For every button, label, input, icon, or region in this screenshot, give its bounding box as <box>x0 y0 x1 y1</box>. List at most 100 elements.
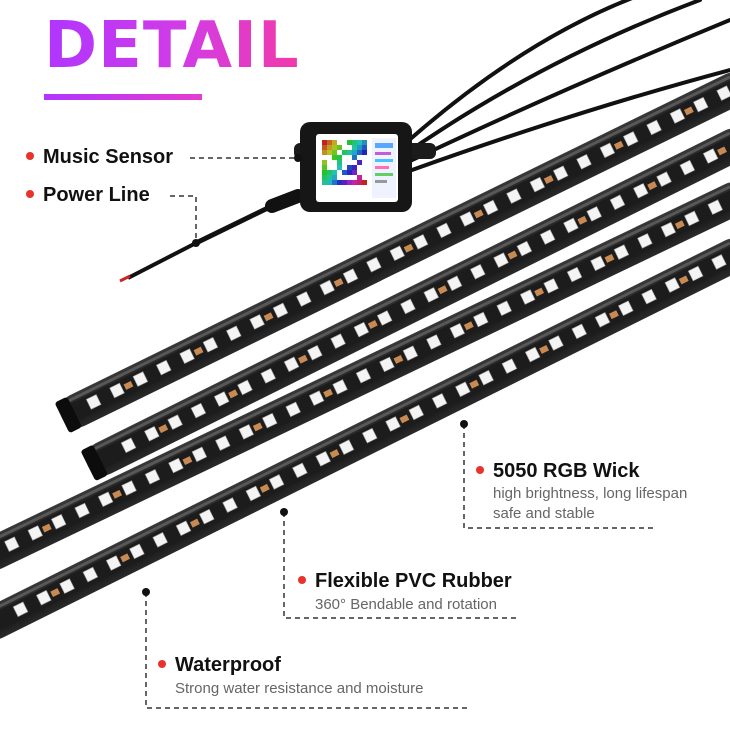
led-chip <box>594 312 611 328</box>
qr-cell <box>357 175 362 180</box>
led-chip <box>622 131 639 147</box>
led-chip <box>519 289 536 305</box>
qr-cell <box>357 160 362 165</box>
leader-waterproof <box>145 592 470 709</box>
resistor <box>228 389 238 399</box>
led-chip <box>660 221 677 238</box>
qr-cell <box>327 180 332 185</box>
led-chip <box>191 446 208 463</box>
anchor-pvc <box>280 508 288 516</box>
led-strip <box>0 182 730 570</box>
qr-cell <box>352 145 357 150</box>
led-chip <box>152 532 168 548</box>
led-chip <box>355 367 372 384</box>
led-chip <box>366 256 382 273</box>
led-chip <box>213 391 230 407</box>
led-chip <box>285 401 301 418</box>
led-chip <box>175 520 192 537</box>
led-chip <box>431 393 448 409</box>
led-chip <box>664 277 681 293</box>
qr-cell <box>362 150 367 155</box>
led-chip <box>548 335 564 351</box>
led-chip <box>283 356 300 373</box>
led-chip <box>402 345 419 361</box>
resistor <box>263 312 274 322</box>
cable-bundle <box>396 0 730 172</box>
qr-cell <box>322 175 327 180</box>
resistor <box>259 483 270 493</box>
resistor <box>674 220 685 230</box>
resistor <box>473 209 484 219</box>
qr-cell <box>332 140 337 145</box>
led-chip <box>268 474 285 490</box>
led-chip <box>496 300 512 317</box>
led-chip <box>319 279 335 296</box>
qr-cell <box>347 140 352 145</box>
red-dot-icon <box>158 659 166 668</box>
leader-wick <box>463 424 656 529</box>
qr-cell <box>327 170 332 175</box>
qr-cell <box>322 150 327 155</box>
led-chip <box>168 457 184 474</box>
led-chip <box>632 182 649 199</box>
wick-desc-1: high brightness, long lifespan <box>493 485 688 502</box>
red-dot-icon <box>476 465 484 474</box>
qr-cell <box>337 160 342 165</box>
resistor <box>539 344 549 354</box>
led-chip <box>571 323 587 340</box>
led-chip <box>225 325 242 342</box>
led-chip <box>109 382 125 399</box>
led-chip <box>641 288 657 305</box>
led-chip <box>129 543 145 560</box>
led-chip <box>249 314 265 330</box>
resistor <box>333 278 344 287</box>
led-strip <box>81 128 730 481</box>
led-chip <box>245 485 262 502</box>
qr-cell <box>332 145 337 150</box>
led-chip <box>155 359 172 376</box>
led-chip <box>543 278 559 294</box>
led-chip <box>552 165 569 181</box>
led-chip <box>506 188 522 204</box>
qr-cell <box>332 150 337 155</box>
power-line-cable <box>119 189 305 283</box>
led-chip <box>524 346 541 363</box>
qr-cell <box>327 175 332 180</box>
qr-cell <box>322 165 327 170</box>
led-chip <box>105 555 122 571</box>
qr-cell <box>337 155 342 160</box>
led-chip <box>436 222 452 239</box>
tube-highlight <box>94 131 730 450</box>
led-chip <box>379 356 395 373</box>
led-chip <box>4 536 20 552</box>
qr-cell <box>362 140 367 145</box>
resistor <box>543 175 554 185</box>
led-chip <box>529 176 546 193</box>
led-chip <box>656 171 672 187</box>
qr-cell <box>352 165 357 170</box>
resistor <box>329 449 340 459</box>
led-chip <box>97 491 114 508</box>
led-chip <box>613 244 630 260</box>
led-chip <box>609 194 626 211</box>
qr-cell <box>337 180 342 185</box>
led-chip <box>307 344 323 361</box>
qr-cell <box>322 170 327 175</box>
led-chip <box>330 333 346 349</box>
end-cap <box>55 397 82 433</box>
tube-highlight <box>0 185 730 545</box>
led-chip <box>82 566 99 583</box>
resistor <box>112 489 122 499</box>
controller-box <box>294 122 436 212</box>
led-chip <box>687 265 704 282</box>
led-strip <box>0 238 730 640</box>
qr-cell <box>342 170 347 175</box>
resistor <box>717 146 727 156</box>
qr-cell <box>322 180 327 185</box>
resistor <box>604 253 615 263</box>
power-line-label: Power Line <box>26 184 150 207</box>
led-chip <box>353 321 370 338</box>
music-sensor-label: Music Sensor <box>26 146 173 169</box>
waterproof-label: Waterproof <box>158 654 281 677</box>
led-chip <box>215 435 231 451</box>
